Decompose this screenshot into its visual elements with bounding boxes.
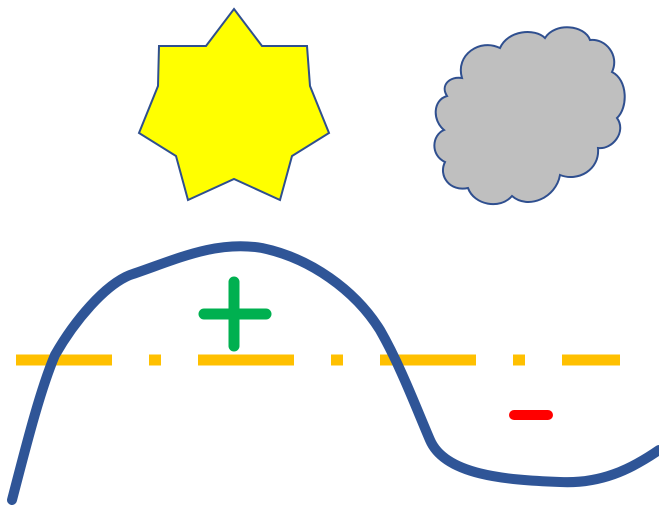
plus-icon — [198, 276, 272, 352]
wave-curve — [7, 241, 659, 505]
cloud-icon — [433, 26, 626, 206]
sun-icon — [137, 7, 331, 202]
